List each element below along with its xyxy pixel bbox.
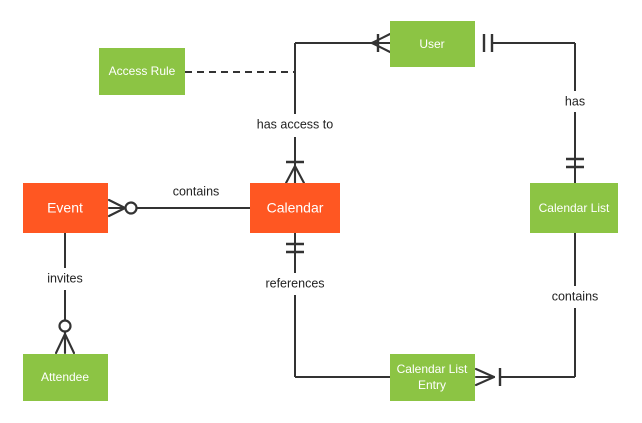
relationship-label-contains-entry: contains [552,289,599,303]
cardinality-crowsfoot-icon-entry [474,367,496,387]
relationship-label-contains-event: contains [173,184,220,198]
connector-contains-entry [474,233,576,387]
cardinality-zero-ring-icon [124,201,138,215]
entity-event-label: Event [47,200,83,216]
entity-attendee[interactable]: Attendee [23,354,108,401]
entity-calendar-list-entry-label-line1: Calendar List [397,362,468,376]
connector-contains-event [107,198,250,218]
connector-has-access-to [284,32,392,185]
entity-calendar-list-box[interactable] [530,183,618,233]
connector-has [482,34,584,183]
entity-calendar[interactable]: Calendar [250,183,340,233]
entity-access-rule-box[interactable] [99,48,185,95]
connector-references [286,233,390,378]
entity-attendee-box[interactable] [23,354,108,401]
cardinality-crowsfoot-icon-calendar [284,164,306,185]
entity-calendar-list[interactable]: Calendar List [530,183,618,233]
cardinality-exactly-one-icon-list [566,157,584,169]
relationship-label-has: has [565,94,585,108]
entity-user-box[interactable] [390,21,475,67]
cardinality-exactly-one-icon-calendar [286,242,304,254]
entity-user-label: User [419,37,444,51]
cardinality-crowsfoot-icon [107,198,127,218]
entity-calendar-list-entry-box[interactable] [390,354,475,401]
entity-calendar-list-label: Calendar List [539,201,610,215]
relationship-label-invites: invites [47,271,82,285]
entity-event-box[interactable] [23,183,108,233]
relationship-label-has-access-to: has access to [257,117,333,131]
entity-attendee-label: Attendee [41,370,89,384]
entity-calendar-box[interactable] [250,183,340,233]
entity-access-rule[interactable]: Access Rule [99,48,185,95]
cardinality-exactly-one-icon-user [482,34,494,52]
entity-calendar-label: Calendar [267,200,324,216]
entity-calendar-list-entry-label-line2: Entry [418,378,446,392]
entity-event[interactable]: Event [23,183,108,233]
entity-user[interactable]: User [390,21,475,67]
cardinality-crowsfoot-icon-user [370,32,392,54]
connector-invites [54,233,76,355]
relationship-label-references: references [265,276,324,290]
entity-access-rule-label: Access Rule [109,64,176,78]
cardinality-zero-ring-icon-attendee [58,319,72,333]
entity-calendar-list-entry[interactable]: Calendar List Entry [390,354,475,401]
cardinality-crowsfoot-icon-attendee [54,330,76,355]
